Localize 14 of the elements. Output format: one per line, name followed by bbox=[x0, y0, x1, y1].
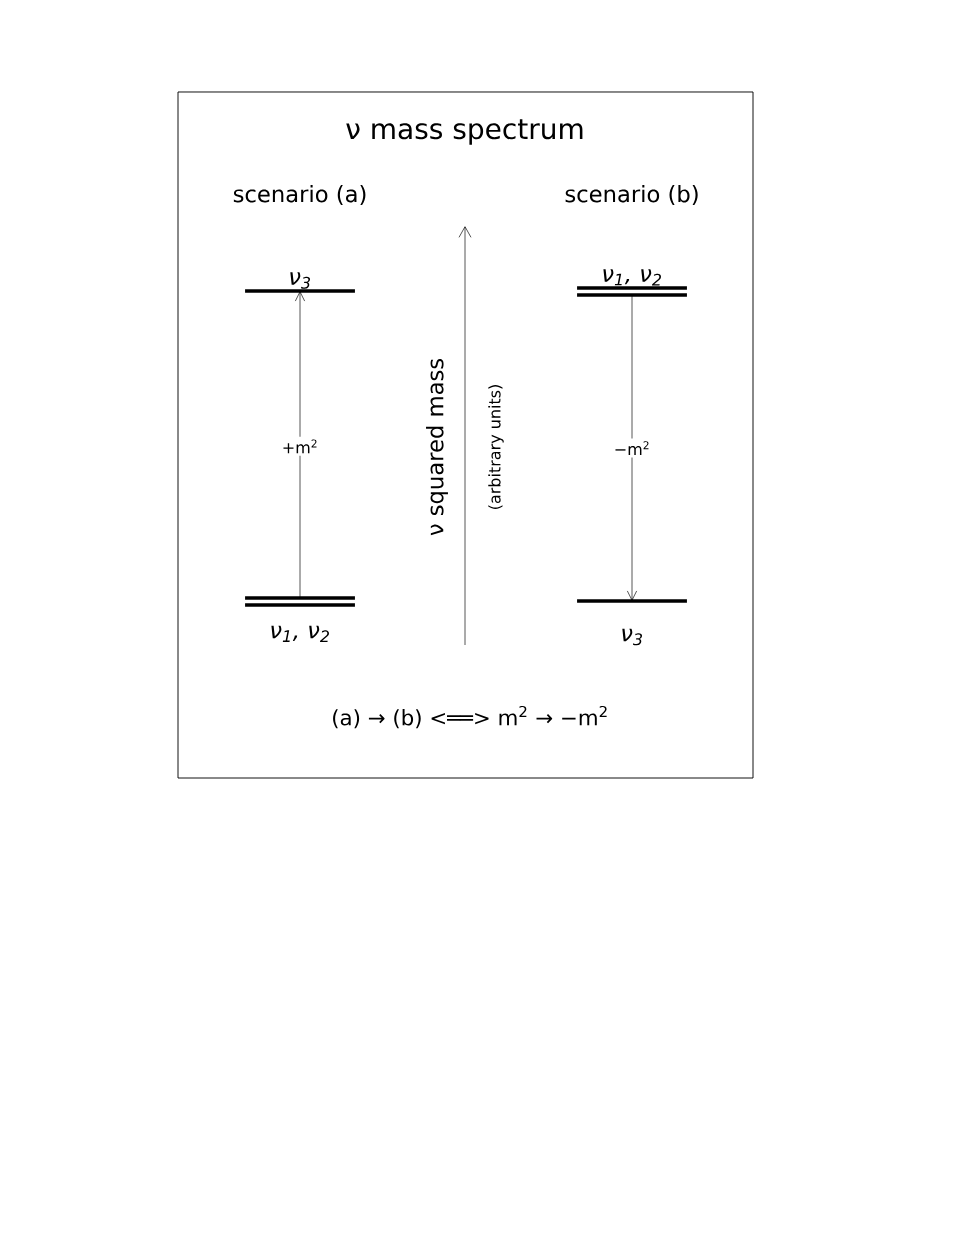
scenario-label: scenario (b) bbox=[565, 184, 698, 206]
scenario-label: scenario (a) bbox=[233, 184, 366, 206]
arrow bbox=[295, 291, 305, 599]
arrow bbox=[627, 294, 637, 601]
relation-text: (a) → (b) <══> m$^{2}$ → −m$^{2}$ bbox=[333, 705, 607, 729]
axis-label: ν squared mass bbox=[426, 358, 448, 536]
axis-label: (arbitrary units) bbox=[488, 385, 504, 509]
edge-label: +m$^{2}$ bbox=[279, 436, 321, 456]
title: ν mass spectrum bbox=[346, 119, 583, 145]
edge-label: −m$^{2}$ bbox=[611, 438, 653, 458]
energy-level: ν$_{3}$ bbox=[245, 272, 355, 293]
energy-level: ν$_{1}$, ν$_{2}$ bbox=[245, 596, 355, 643]
energy-level: ν$_{1}$, ν$_{2}$ bbox=[577, 269, 687, 297]
energy-level: ν$_{3}$ bbox=[577, 599, 687, 646]
